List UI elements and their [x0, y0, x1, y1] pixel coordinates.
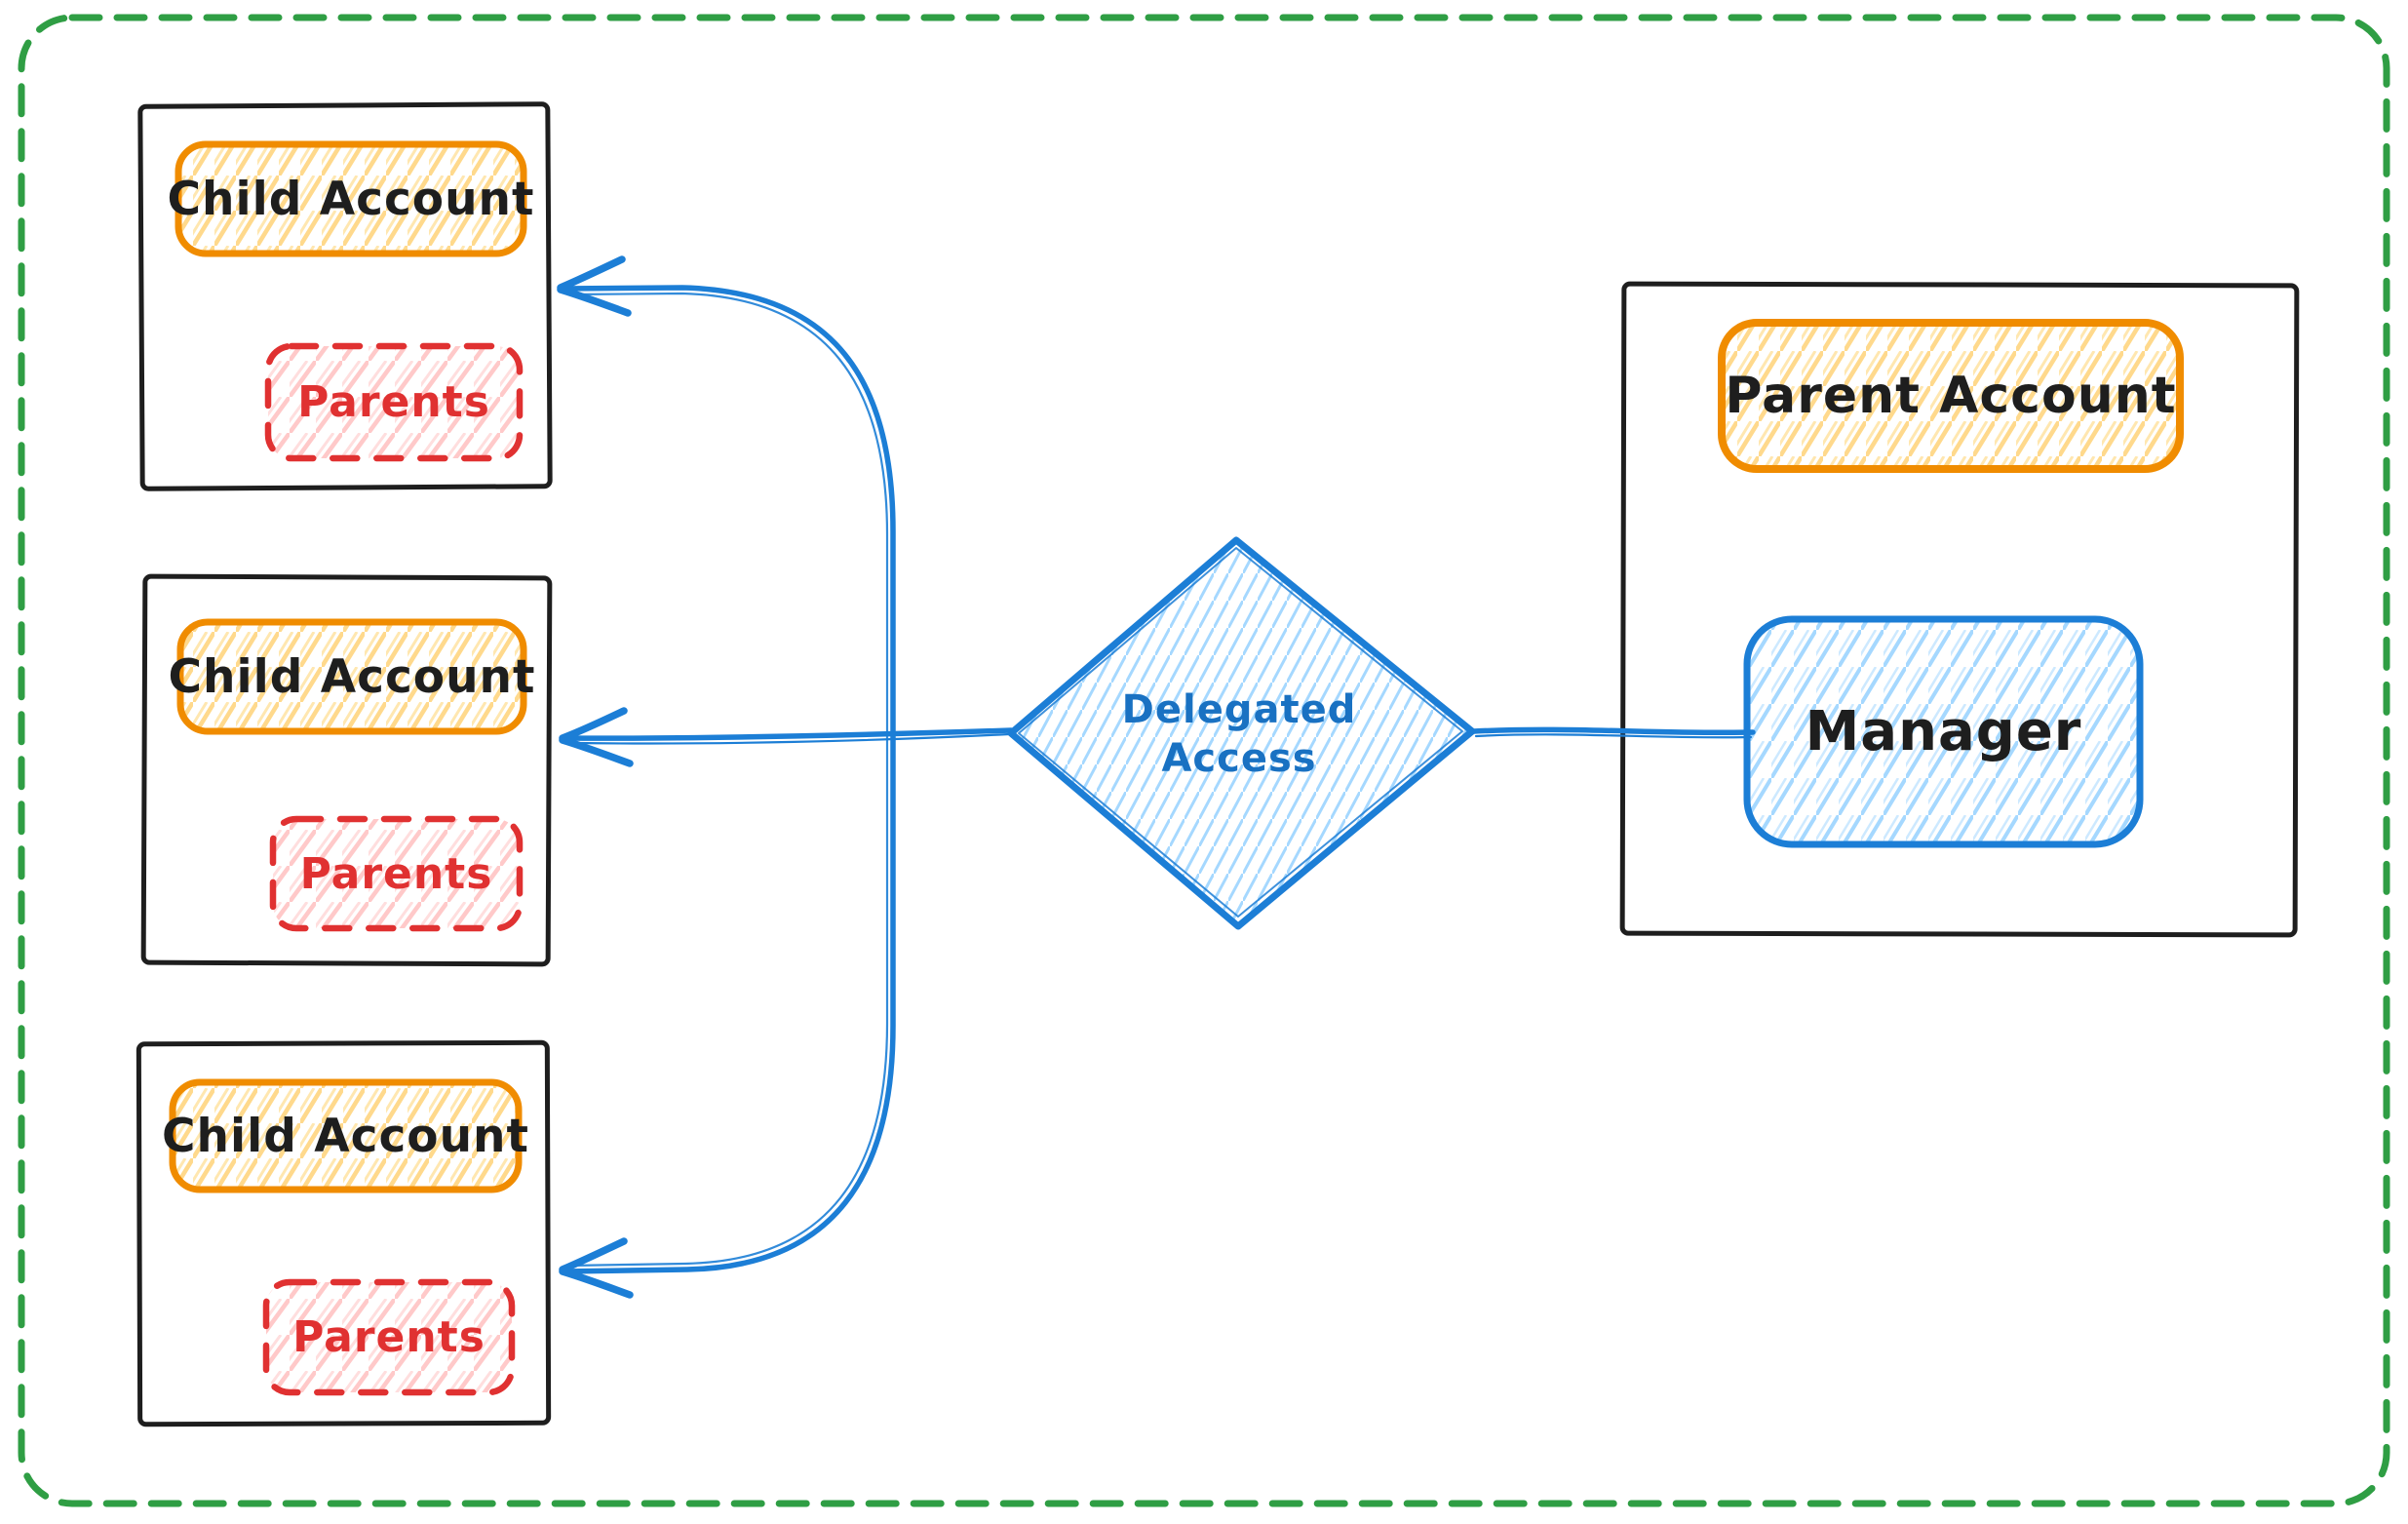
connector-manager-to-diamond	[1471, 726, 1756, 736]
parent-title-pill	[1718, 319, 2184, 473]
arrow-to-child-2-line	[563, 727, 1014, 741]
decision-diamond	[1007, 536, 1476, 930]
decision-diamond-echo-stroke	[1018, 547, 1463, 918]
connector-manager-to-diamond-echo	[1474, 733, 1753, 739]
parents-badge-1-outline	[264, 342, 524, 462]
child-title-pill-2	[176, 618, 527, 735]
child-title-pill-3	[169, 1078, 523, 1193]
manager-node-outline	[1743, 615, 2144, 848]
arrow-to-child-1-head	[557, 255, 632, 317]
canvas-dashed-border	[18, 14, 2390, 1507]
child-title-pill-1	[175, 140, 527, 257]
arrow-branch-trunk	[561, 285, 896, 1274]
arrow-branch-trunk-echo	[567, 292, 889, 1268]
arrow-to-child-2-head	[559, 707, 634, 767]
parents-badge-3-outline	[262, 1278, 516, 1396]
arrow-to-child-3-head	[559, 1237, 634, 1299]
arrow-to-child-2-echo	[573, 732, 1011, 745]
parents-badge-2-outline	[269, 815, 524, 932]
